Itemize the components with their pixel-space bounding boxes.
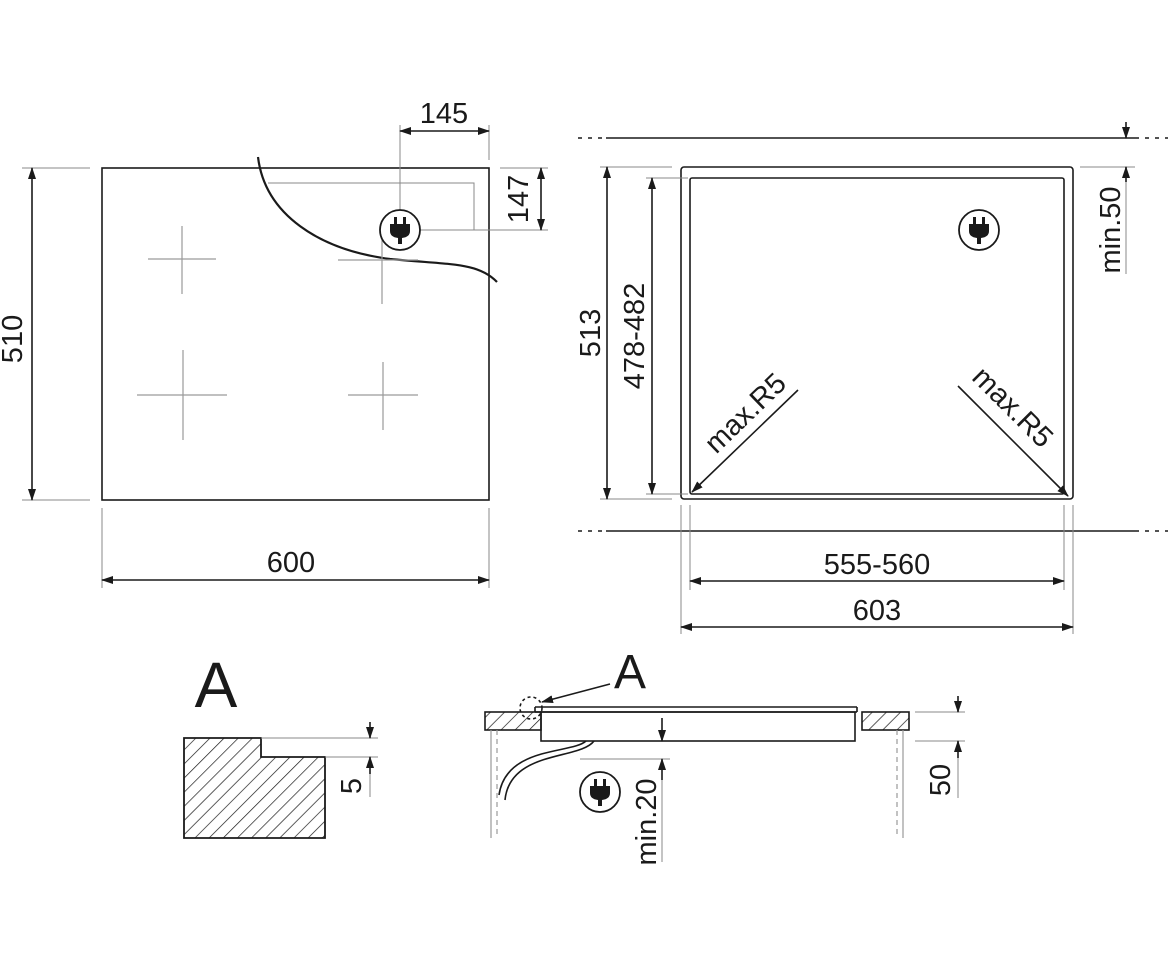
dim-plug-offset-y: 147 (503, 175, 535, 223)
detail-callout: A (614, 646, 646, 699)
cutout-outer (680, 166, 1074, 500)
dim-cutout-width-outer: 603 (853, 595, 901, 627)
cutout-inner (689, 177, 1065, 495)
dim-plug-offset-x: 145 (420, 98, 468, 130)
detail-title: A (195, 649, 238, 721)
dim-cutout-depth-outer: 513 (575, 309, 607, 357)
hob-top-view: 145 147 510 600 (0, 98, 548, 588)
dim-worktop-thickness: 50 (925, 764, 957, 796)
dim-hob-width: 600 (267, 547, 315, 579)
dim-clearance-top: min.50 (1095, 186, 1127, 273)
worktop-right (861, 711, 910, 731)
dim-radius-left: max.R5 (699, 367, 793, 459)
plug-icon (958, 209, 1000, 251)
detail-a: A 5 (183, 649, 378, 839)
cable (504, 740, 595, 801)
dim-cutout-width-range: 555-560 (824, 549, 930, 581)
cable-curve (256, 156, 498, 283)
worktop-left (484, 711, 542, 731)
cutout-top-view: 513 478-482 max.R5 max.R5 min.50 555-560… (575, 122, 1168, 634)
detail-section (183, 737, 326, 839)
section-view: A min.20 50 (484, 646, 965, 866)
plug-icon (579, 771, 621, 813)
dim-cutout-depth-range: 478-482 (619, 283, 651, 389)
dim-hob-depth: 510 (0, 315, 29, 363)
appliance-body (540, 711, 856, 742)
dim-detail-step: 5 (336, 778, 368, 794)
burner-marks (137, 226, 418, 440)
plug-icon (379, 209, 421, 251)
hob-outline (101, 167, 490, 501)
dim-min-clearance-below: min.20 (631, 778, 663, 865)
